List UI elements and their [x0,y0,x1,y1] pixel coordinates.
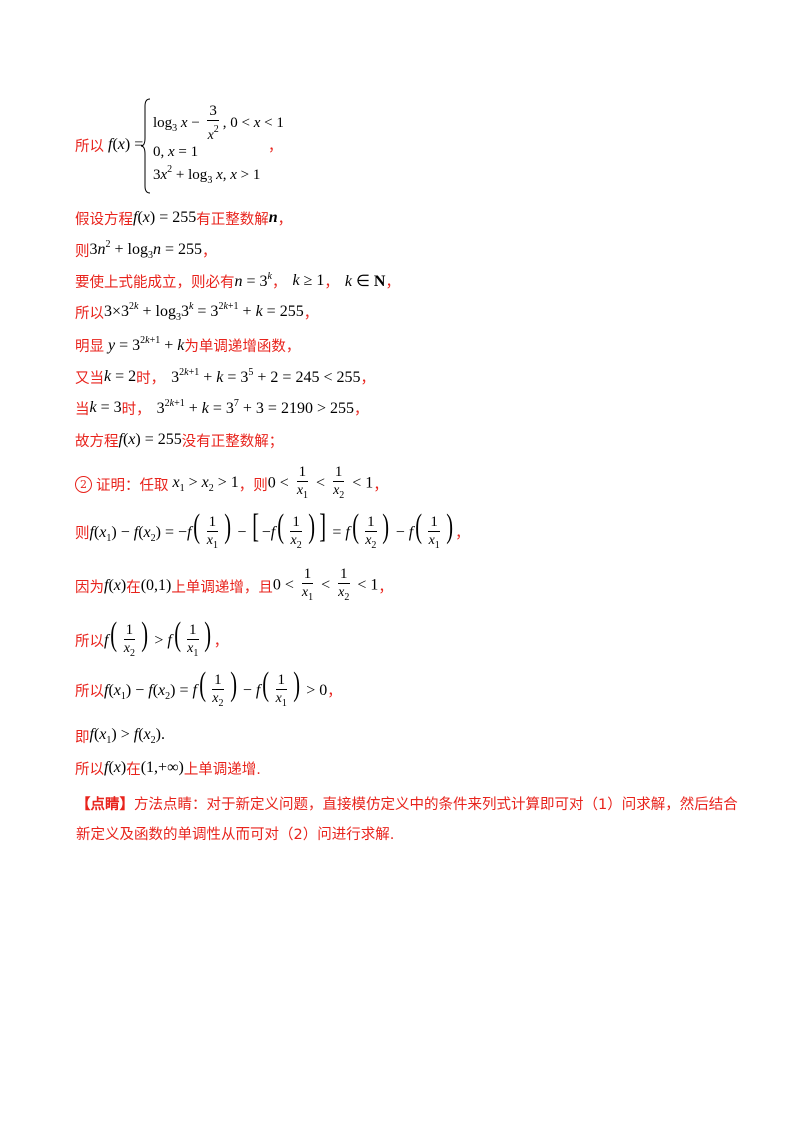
math-f-eq-255: f(x) = 255 [133,209,197,226]
piecewise-trail: ， [268,138,283,155]
text-on-1: 在 [126,579,141,596]
text-increasing-and: 上单调递增，且 [171,579,273,596]
line-k-eq-2: 又当 k = 2 时， 32k+1 + k = 35 + 2 = 245 < 2… [75,367,375,387]
math-fx1-gt-fx2: f(x1) > f(x2). [89,726,165,746]
text-so-1: 所以 [75,305,104,322]
text-then: 则 [75,243,90,260]
piecewise-case-2: 0, x = 1 [153,144,199,160]
text-then-2: ，则 [238,477,268,494]
line-obvious: 明显 y = 32k+1 + k 为单调递增函数， [75,330,300,360]
math-k3-calc: 32k+1 + k = 37 + 3 = 2190 > 255 [156,398,354,417]
line-assume: 假设方程 f(x) = 255 有正整数解 n， [75,209,293,228]
math-n: n [268,209,278,226]
text-increasing: 为单调递增函数， [184,338,301,355]
piecewise-comma: ， [268,130,283,160]
math-x1-x2: x1 > x2 > 1 [172,474,239,494]
circled-2-icon: 2 [75,475,92,493]
math-f-255: f(x) = 255 [118,431,182,448]
line-then-eq: 则 3n2 + log3n = 255， [75,239,217,261]
text-then-3: 则 [75,525,90,542]
text-must-have: 要使上式能成立，则必有 [75,274,235,291]
math-fx-2: f(x) [104,759,127,776]
math-n-eq-3k: n = 3k [234,271,272,290]
line-k-eq-3: 当 k = 3 时， 32k+1 + k = 37 + 3 = 2190 > 2… [75,398,369,418]
line-so-eq: 所以 3×32k + log33k = 32k+1 + k = 255， [75,301,319,323]
text-so-4: 所以 [75,761,104,778]
text-when-2: 时， [121,401,151,418]
math-k-geq-1: k ≥ 1 [292,272,325,289]
piecewise-prefix: 所以 [75,138,104,155]
text-so-2: 所以 [75,633,104,650]
piecewise-lhs: f(x) = [108,136,144,153]
tip-text-2: 新定义及函数的单调性从而可对（2）问进行求解. [76,826,395,843]
line-must-have: 要使上式能成立，则必有 n = 3k， k ≥ 1， k ∈ N， [75,271,400,291]
math-k-in-N: k ∈ N [344,273,386,290]
text-also-when: 又当 [75,370,104,387]
text-namely: 即 [75,729,90,746]
piecewise-line: 所以 f(x) = [75,130,143,160]
text-no-solution: 没有正整数解； [181,433,284,450]
math-y-func: y = 32k+1 + k [108,335,185,354]
left-brace-icon [141,98,151,194]
line-final: 所以 f(x) 在 (1,+∞) 上单调递增. [75,753,261,783]
text-proof: 证明：任取 [96,477,169,494]
text-increasing-final: 上单调递增. [183,761,261,778]
text-on-2: 在 [126,761,141,778]
math-k-3: k = 3 [89,399,122,416]
math-k-2: k = 2 [104,368,137,385]
tip-label: 【点睛】 [76,796,134,813]
text-when: 当 [75,401,90,418]
piecewise-case-3: 3x2 + log3 x, x > 1 [153,164,261,186]
math-fx-1: f(x) [104,577,127,594]
line-conclusion: 故方程 f(x) = 255 没有正整数解； [75,425,283,455]
math-interval-1-inf: (1,+∞) [140,759,184,776]
tip-line-2: 新定义及函数的单调性从而可对（2）问进行求解. [76,818,394,848]
tip-text-1: 方法点睛：对于新定义问题，直接模仿定义中的条件来列式计算即可对（1）问求解，然后… [134,796,738,813]
text-so-3: 所以 [75,683,104,700]
text-has-int-solution: 有正整数解 [196,211,269,228]
text-assume: 假设方程 [75,211,133,228]
math-eq-3n2: 3n2 + log3n = 255 [89,239,203,261]
text-hence: 故方程 [75,433,119,450]
text-when-1: 时， [136,370,166,387]
math-interval-01: (0,1) [140,577,172,594]
text-obvious: 明显 [75,338,104,355]
math-k2-calc: 32k+1 + k = 35 + 2 = 245 < 255 [171,367,361,386]
math-3x32k: 3×32k + log33k = 32k+1 + k = 255 [104,301,304,323]
line-namely: 即 f(x1) > f(x2). [75,721,165,751]
text-because: 因为 [75,579,104,596]
tip-line-1: 【点睛】 方法点睛：对于新定义问题，直接模仿定义中的条件来列式计算即可对（1）问… [76,788,738,818]
